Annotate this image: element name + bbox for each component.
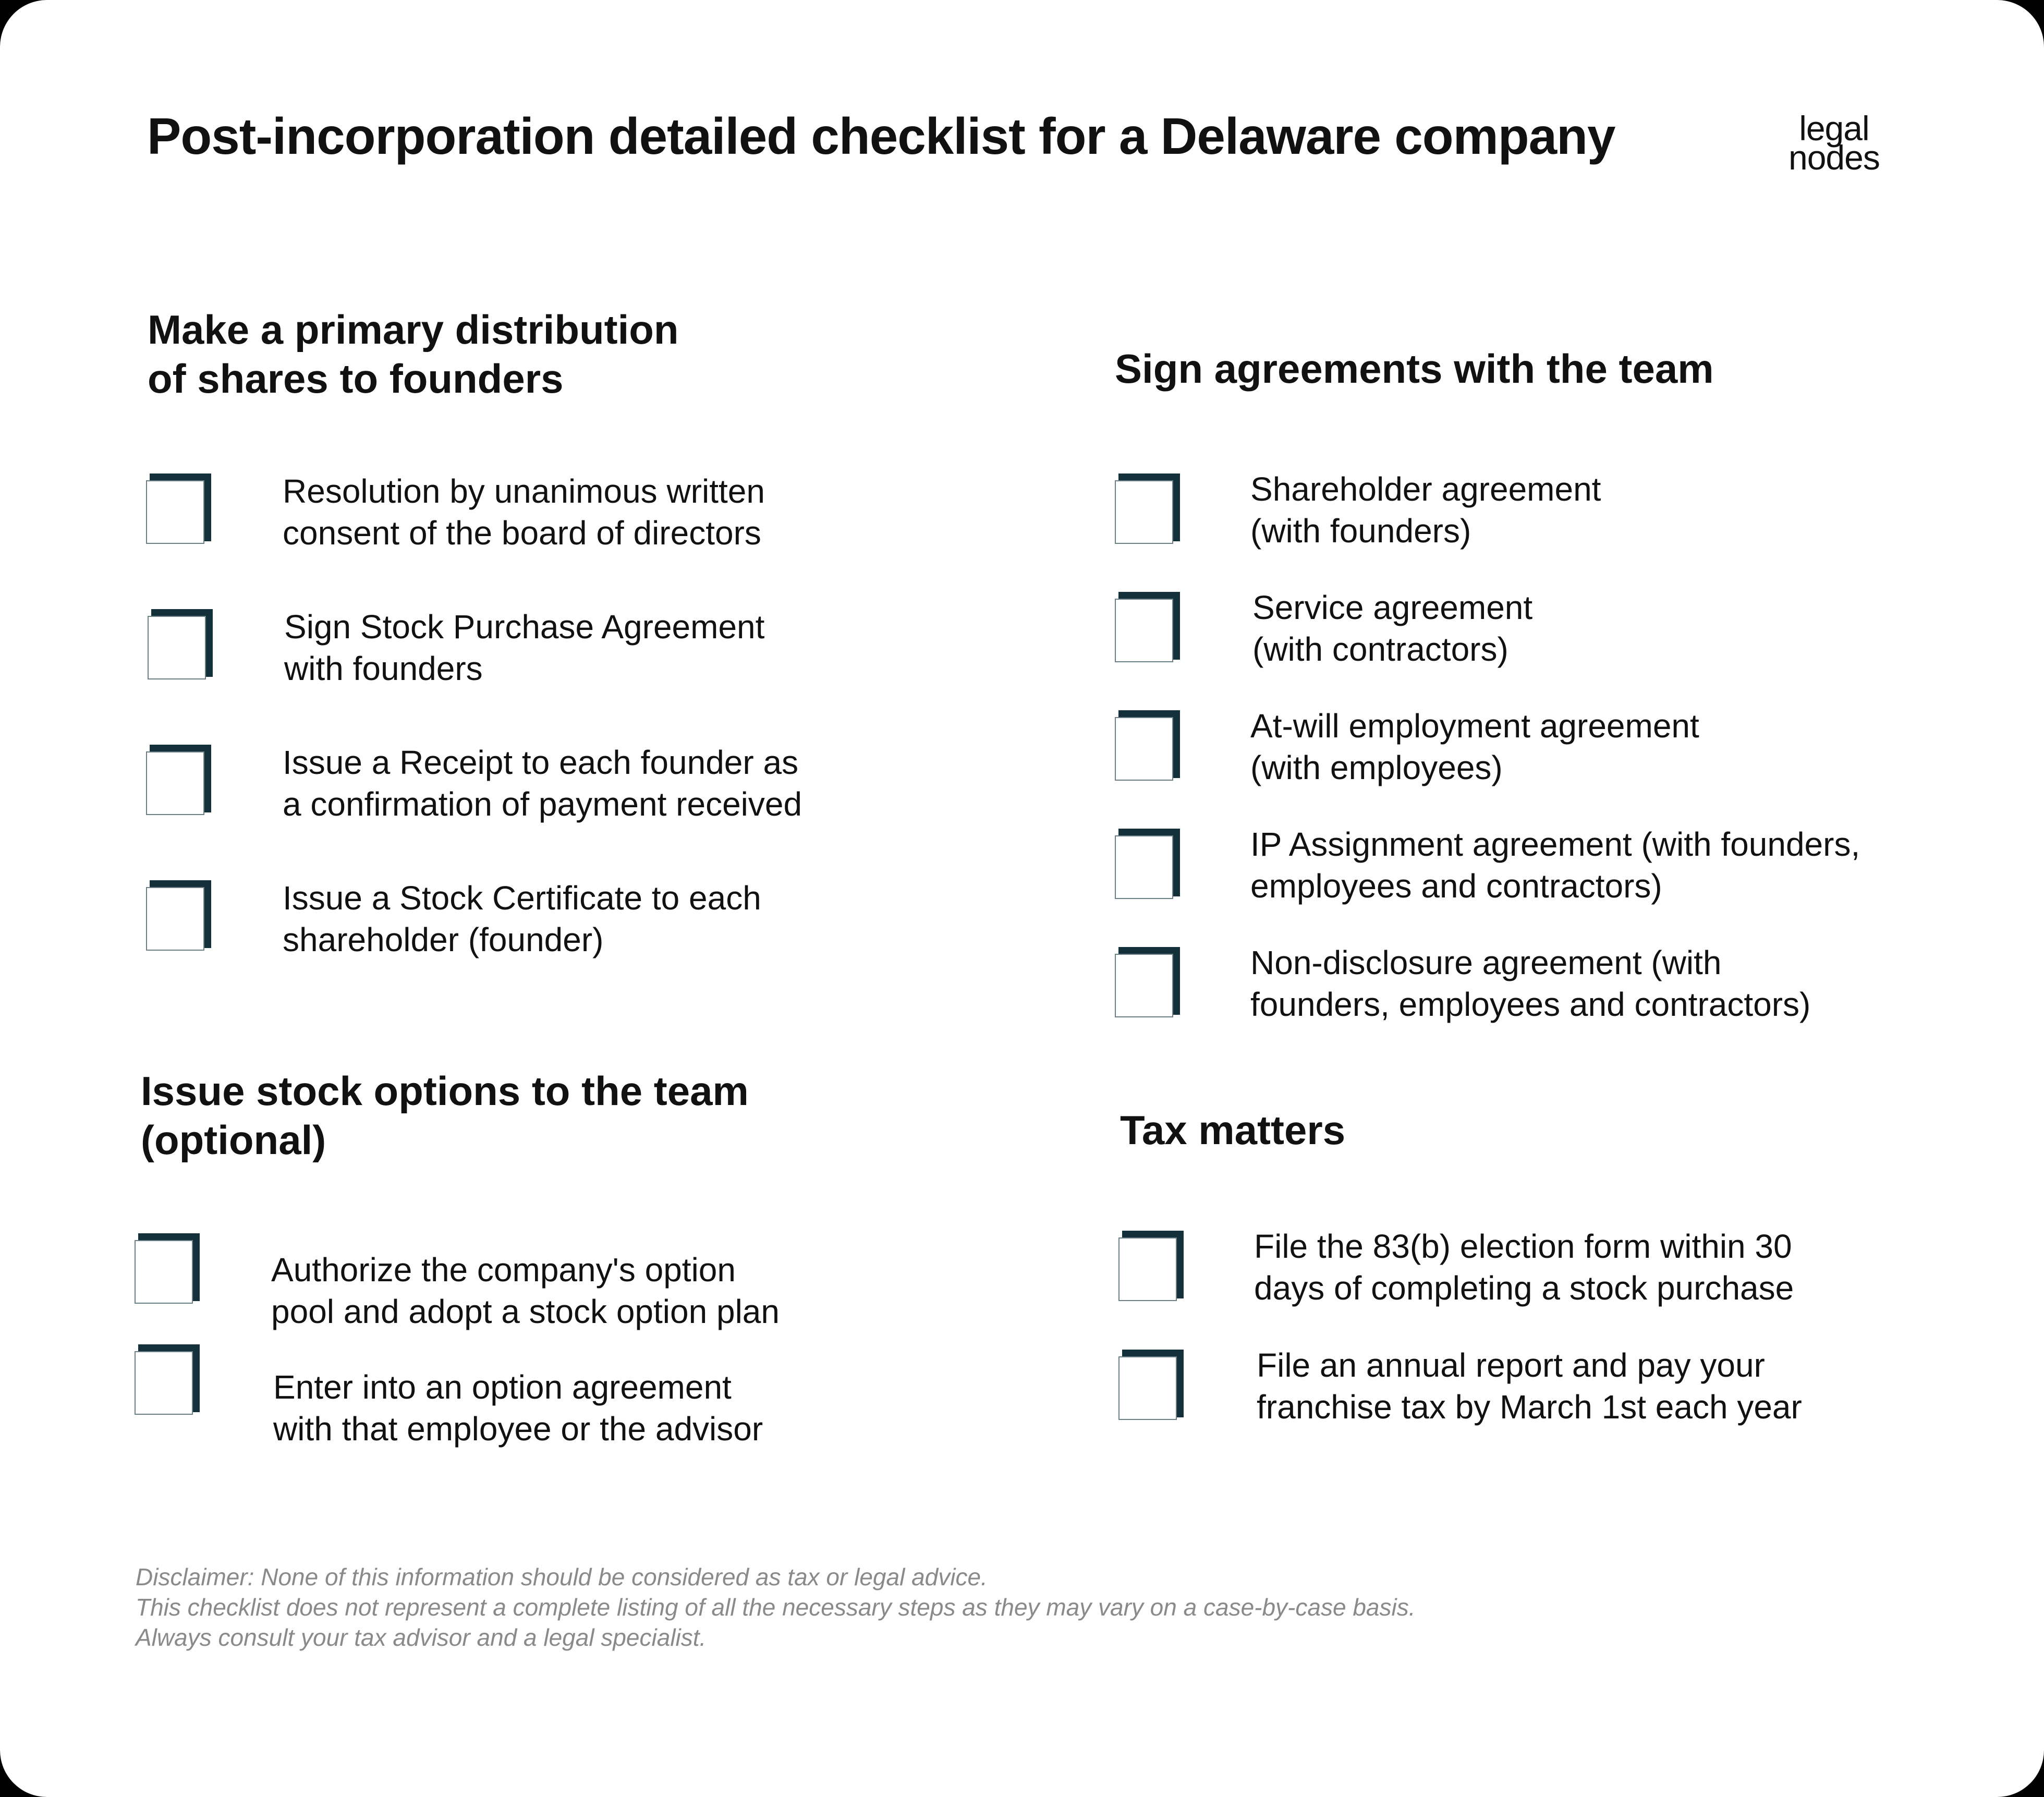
logo-line-2: nodes xyxy=(1789,138,1880,177)
checkbox-icon[interactable] xyxy=(1115,592,1180,662)
item-text: (with founders) xyxy=(1250,512,1471,550)
item-text: shareholder (founder) xyxy=(283,921,604,958)
disclaimer: Disclaimer: None of this information sho… xyxy=(136,1562,1416,1653)
item-text: Issue a Receipt to each founder as xyxy=(283,744,799,781)
heading-line: Make a primary distribution xyxy=(148,307,679,353)
item-text: Enter into an option agreement xyxy=(273,1368,732,1406)
checkbox-icon[interactable] xyxy=(135,1344,200,1415)
heading-line: (optional) xyxy=(141,1117,326,1163)
item-text: (with contractors) xyxy=(1252,630,1508,668)
item-text: pool and adopt a stock option plan xyxy=(271,1293,780,1330)
checkbox-icon[interactable] xyxy=(148,609,213,679)
checkbox-icon[interactable] xyxy=(1115,947,1180,1017)
checkbox-icon[interactable] xyxy=(1115,829,1180,899)
legal-nodes-logo: legal nodes xyxy=(1789,109,1880,177)
item-text: Issue a Stock Certificate to each xyxy=(283,879,761,917)
item-text: IP Assignment agreement (with founders, xyxy=(1250,825,1860,863)
checkbox-icon[interactable] xyxy=(1118,1231,1184,1301)
item-text: Shareholder agreement xyxy=(1250,470,1601,508)
item-text: days of completing a stock purchase xyxy=(1254,1269,1794,1307)
item-text: Resolution by unanimous written xyxy=(283,472,765,510)
checkbox-icon[interactable] xyxy=(1115,710,1180,781)
item-text: consent of the board of directors xyxy=(283,514,761,552)
section-heading-team-agreements: Sign agreements with the team xyxy=(1115,344,1714,393)
checkbox-icon[interactable] xyxy=(1118,1350,1184,1420)
checkbox-icon[interactable] xyxy=(146,473,211,544)
section-heading-stock-options: Issue stock options to the team (optiona… xyxy=(141,1066,749,1164)
page-title: Post-incorporation detailed checklist fo… xyxy=(147,107,1615,165)
checkbox-icon[interactable] xyxy=(146,880,211,951)
item-text: with that employee or the advisor xyxy=(273,1410,763,1448)
item-text: franchise tax by March 1st each year xyxy=(1257,1388,1802,1426)
disclaimer-line: Always consult your tax advisor and a le… xyxy=(136,1624,707,1651)
item-text: At-will employment agreement xyxy=(1250,707,1699,745)
item-text: a confirmation of payment received xyxy=(283,785,802,823)
item-text: with founders xyxy=(284,650,483,687)
section-heading-primary-distribution: Make a primary distribution of shares to… xyxy=(148,305,679,403)
disclaimer-line: Disclaimer: None of this information sho… xyxy=(136,1563,988,1590)
section-heading-tax-matters: Tax matters xyxy=(1120,1106,1345,1155)
item-text: File the 83(b) election form within 30 xyxy=(1254,1228,1792,1265)
disclaimer-line: This checklist does not represent a comp… xyxy=(136,1594,1416,1621)
item-text: Service agreement xyxy=(1252,589,1533,626)
item-text: employees and contractors) xyxy=(1250,867,1662,905)
item-text: Non-disclosure agreement (with xyxy=(1250,944,1722,981)
item-text: Authorize the company's option xyxy=(271,1251,736,1289)
checkbox-icon[interactable] xyxy=(135,1233,200,1304)
checkbox-icon[interactable] xyxy=(146,745,211,815)
logo-line-1: legal xyxy=(1799,109,1869,148)
heading-line: Issue stock options to the team xyxy=(141,1068,749,1114)
item-text: File an annual report and pay your xyxy=(1257,1346,1765,1384)
heading-line: of shares to founders xyxy=(148,356,564,402)
item-text: (with employees) xyxy=(1250,749,1503,786)
item-text: founders, employees and contractors) xyxy=(1250,986,1811,1023)
heading-line: Tax matters xyxy=(1120,1107,1346,1153)
checkbox-icon[interactable] xyxy=(1115,473,1180,544)
item-text: Sign Stock Purchase Agreement xyxy=(284,608,765,646)
heading-line: Sign agreements with the team xyxy=(1115,346,1714,392)
